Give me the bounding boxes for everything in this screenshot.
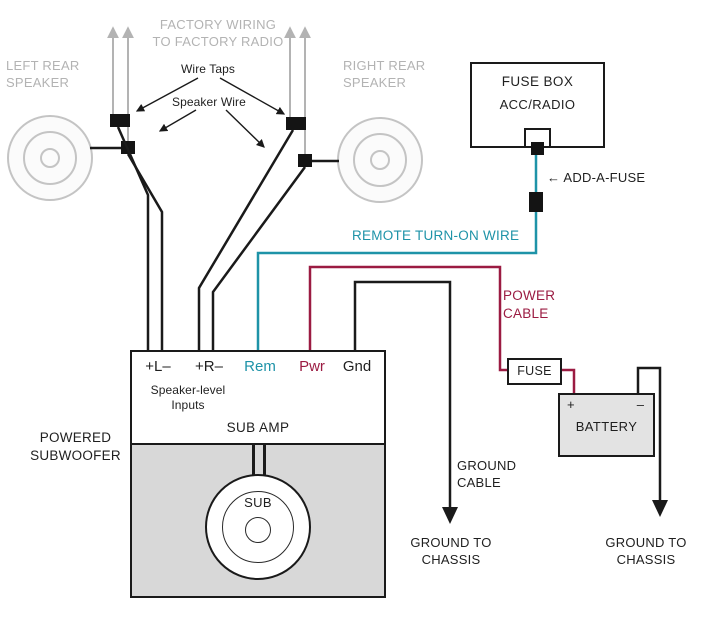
right-wire-tap — [286, 117, 306, 130]
speaker-wire-right-1 — [197, 129, 295, 351]
sub-label: SUB — [244, 495, 272, 510]
power-cable-fuse-to-battery — [561, 368, 576, 394]
right-speaker-connector — [298, 154, 312, 167]
fuse-box: FUSE BOX ACC/RADIO — [470, 62, 605, 155]
ground-arrowhead-left — [442, 507, 458, 524]
power-cable-amp-to-fuse — [308, 265, 508, 372]
speaker-wire-right-2 — [211, 166, 307, 351]
left-rear-speaker-icon — [7, 115, 93, 201]
add-a-fuse-holder — [529, 192, 543, 212]
ground-cable-label: GROUND CABLE — [457, 458, 517, 491]
sub-speaker-dustcap — [245, 517, 271, 543]
inline-fuse-label: FUSE — [517, 364, 552, 378]
terminal-power: Pwr — [299, 358, 325, 375]
ground-cable-wire — [353, 280, 452, 507]
wire-taps-arrow-left — [135, 77, 199, 112]
battery-label: BATTERY — [575, 419, 638, 434]
terminal-remote: Rem — [244, 358, 276, 375]
right-rear-speaker-label: RIGHT REAR SPEAKER — [343, 58, 426, 91]
battery-plus-terminal: + — [567, 397, 575, 412]
speaker-wire-arrow-left — [158, 109, 197, 132]
terminal-ground: Gnd — [342, 358, 372, 375]
terminal-right-input: +R– — [195, 358, 223, 375]
callout-arrows — [135, 77, 286, 148]
power-cable-label: POWER CABLE — [503, 288, 556, 321]
terminal-left-input: +L– — [145, 358, 171, 375]
battery-ground-wire — [636, 366, 662, 500]
fuse-tap-connector — [531, 142, 544, 155]
powered-subwoofer-label: POWERED SUBWOOFER — [30, 430, 121, 463]
left-rear-speaker-label: LEFT REAR SPEAKER — [6, 58, 80, 91]
powered-subwoofer-box: +L– +R– Rem Pwr Gnd Speaker-level Inputs… — [130, 350, 386, 598]
wire-taps-arrow-right — [219, 77, 286, 115]
sub-speaker-lead — [263, 443, 266, 476]
battery-minus-terminal: – — [636, 397, 644, 412]
speaker-wire-left-1 — [116, 126, 150, 351]
sub-speaker-icon: SUB — [205, 474, 311, 580]
wire-taps-label: Wire Taps — [181, 62, 236, 76]
right-rear-speaker-icon — [337, 117, 423, 203]
ground-to-chassis-label-right: GROUND TO CHASSIS — [605, 535, 687, 568]
fuse-box-slot-label: ACC/RADIO — [499, 97, 576, 112]
speaker-wire-left-2 — [126, 153, 164, 351]
speaker-wires — [116, 126, 307, 351]
battery-box: + – BATTERY — [558, 393, 655, 457]
add-a-fuse-label: ← ADD-A-FUSE — [547, 170, 646, 185]
remote-turn-on-label: REMOTE TURN-ON WIRE — [352, 228, 520, 243]
sub-amp-label: SUB AMP — [226, 420, 290, 435]
sub-speaker-cone — [222, 491, 294, 563]
power-cable-wire — [308, 265, 576, 394]
ground-to-chassis-label-left: GROUND TO CHASSIS — [410, 535, 492, 568]
factory-wiring-label: FACTORY WIRING TO FACTORY RADIO — [152, 17, 284, 50]
left-wire-tap — [110, 114, 130, 127]
ground-arrowhead-right — [652, 500, 668, 517]
factory-wiring-arrows — [107, 26, 311, 163]
inline-fuse-box: FUSE — [507, 358, 562, 385]
speaker-wire-label: Speaker Wire — [172, 95, 246, 109]
speaker-level-inputs-label: Speaker-level Inputs — [150, 383, 226, 412]
speaker-wire-arrow-right — [225, 109, 265, 148]
sub-speaker-lead — [252, 443, 255, 476]
fuse-box-title: FUSE BOX — [501, 74, 574, 89]
